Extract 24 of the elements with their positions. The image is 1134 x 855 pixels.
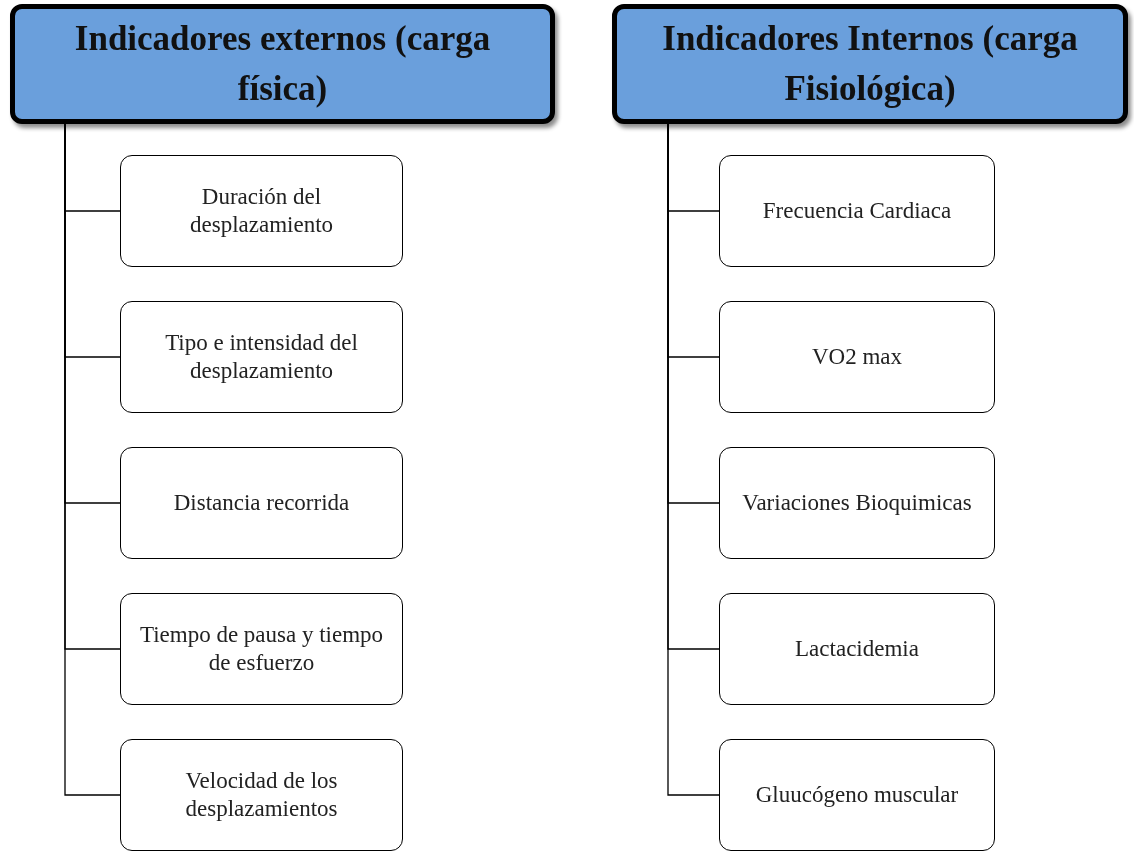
item-text: Tipo e intensidad del desplazamiento	[164, 329, 359, 385]
item-box	[719, 739, 995, 851]
item-text: VO2 max	[811, 343, 903, 371]
item-text: Lactacidemia	[795, 635, 919, 663]
item-box	[120, 301, 403, 413]
header-box	[10, 4, 555, 124]
item-box	[120, 447, 403, 559]
header-box	[612, 4, 1128, 124]
item-text: Tiempo de pausa y tiempo de esfuerzo	[138, 621, 385, 677]
item-text: Variaciones Bioquimicas	[742, 489, 972, 517]
item-box	[120, 593, 403, 705]
item-box	[719, 447, 995, 559]
item-text: Velocidad de los desplazamientos	[184, 767, 339, 823]
item-box	[719, 593, 995, 705]
item-box	[719, 155, 995, 267]
item-text: Gluucógeno muscular	[755, 781, 959, 809]
item-box	[719, 301, 995, 413]
item-box	[120, 155, 403, 267]
item-text: Frecuencia Cardiaca	[762, 197, 952, 225]
header-text: Indicadores Internos (carga Fisiológica)	[661, 18, 1079, 110]
header-text: Indicadores externos (carga física)	[73, 18, 492, 110]
item-box	[120, 739, 403, 851]
item-text: Distancia recorrida	[173, 489, 350, 517]
item-text: Duración del desplazamiento	[188, 183, 335, 239]
